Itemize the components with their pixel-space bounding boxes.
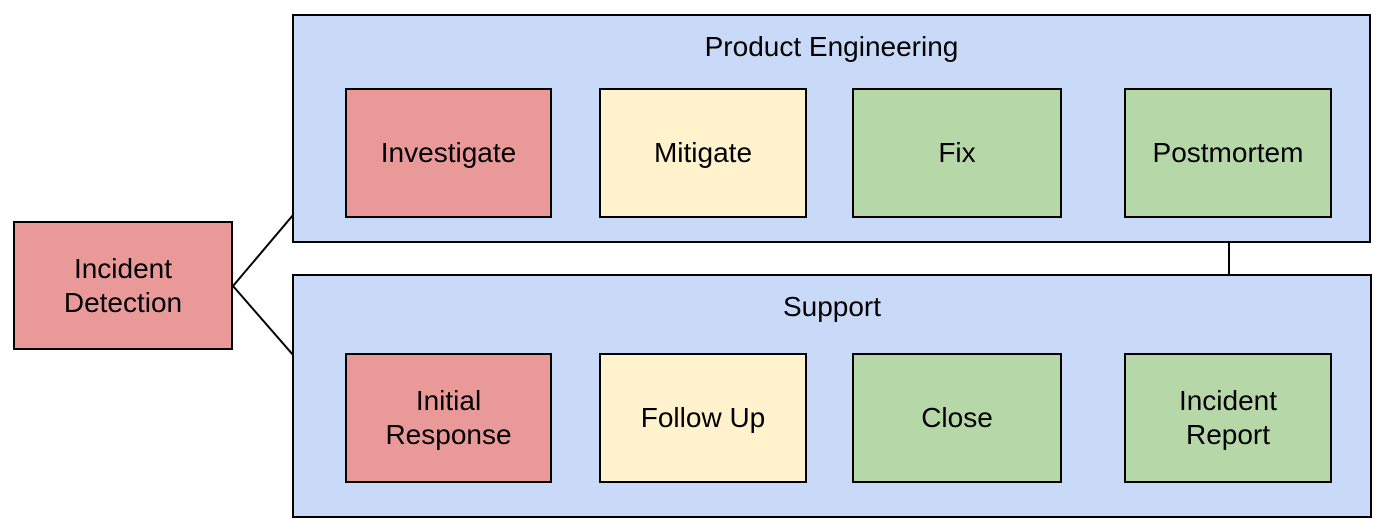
node-postmortem: Postmortem [1124, 88, 1332, 218]
node-label-mitigate: Mitigate [653, 137, 753, 168]
node-label-follow-up: Follow Up [640, 402, 766, 433]
node-label-postmortem: Postmortem [1152, 137, 1304, 168]
node-initial-response: Initial Response [345, 353, 552, 483]
node-incident-report: Incident Report [1124, 353, 1332, 483]
node-follow-up: Follow Up [599, 353, 807, 483]
node-label-fix: Fix [938, 137, 976, 168]
node-mitigate: Mitigate [599, 88, 807, 218]
lane-title-support: Support [782, 291, 882, 322]
node-fix: Fix [852, 88, 1062, 218]
node-label-incident-report: Incident Report [1178, 385, 1278, 450]
lane-title-product-engineering: Product Engineering [704, 31, 959, 62]
node-label-investigate: Investigate [380, 137, 517, 168]
node-incident-detection: Incident Detection [13, 221, 233, 350]
node-label-initial-response: Initial Response [385, 385, 512, 450]
node-label-close: Close [921, 402, 993, 433]
node-close: Close [852, 353, 1062, 483]
node-investigate: Investigate [345, 88, 552, 218]
node-label-incident-detection: Incident Detection [63, 252, 183, 318]
